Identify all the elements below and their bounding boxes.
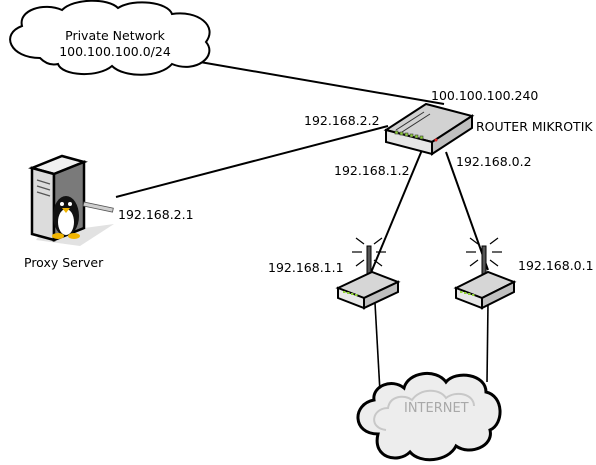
router-ip-to-proxy: 192.168.2.2	[304, 113, 380, 128]
private-network-label: Private Network 100.100.100.0/24	[50, 28, 180, 60]
router-public-ip: 100.100.100.240	[431, 88, 539, 103]
wireless-ap-icon	[335, 237, 401, 310]
proxy-ip: 192.168.2.1	[118, 207, 194, 222]
linux-penguin-icon	[52, 196, 80, 239]
private-network-cloud-icon	[9, 0, 211, 76]
link-ap1-internet	[374, 302, 381, 393]
private-network-subnet: 100.100.100.0/24	[59, 44, 171, 59]
ap1-ip: 192.168.1.1	[268, 260, 344, 275]
router-name: ROUTER MIKROTIK	[476, 119, 593, 134]
router-icon	[383, 102, 475, 156]
proxy-name: Proxy Server	[24, 255, 104, 270]
link-router-ap1	[369, 149, 423, 276]
link-proxy-router	[115, 125, 389, 198]
router-ip-to-ap2: 192.168.0.2	[456, 154, 532, 169]
link-private-network-router	[199, 61, 445, 105]
internet-label: INTERNET	[404, 401, 469, 416]
link-router-ap2	[445, 151, 489, 271]
wireless-ap-icon	[453, 237, 517, 310]
link-ap2-internet	[486, 302, 489, 383]
private-network-title: Private Network	[65, 28, 165, 43]
router-ip-to-ap1: 192.168.1.2	[334, 163, 410, 178]
ap2-ip: 192.168.0.1	[518, 258, 594, 273]
internet-cloud-icon	[356, 372, 502, 462]
